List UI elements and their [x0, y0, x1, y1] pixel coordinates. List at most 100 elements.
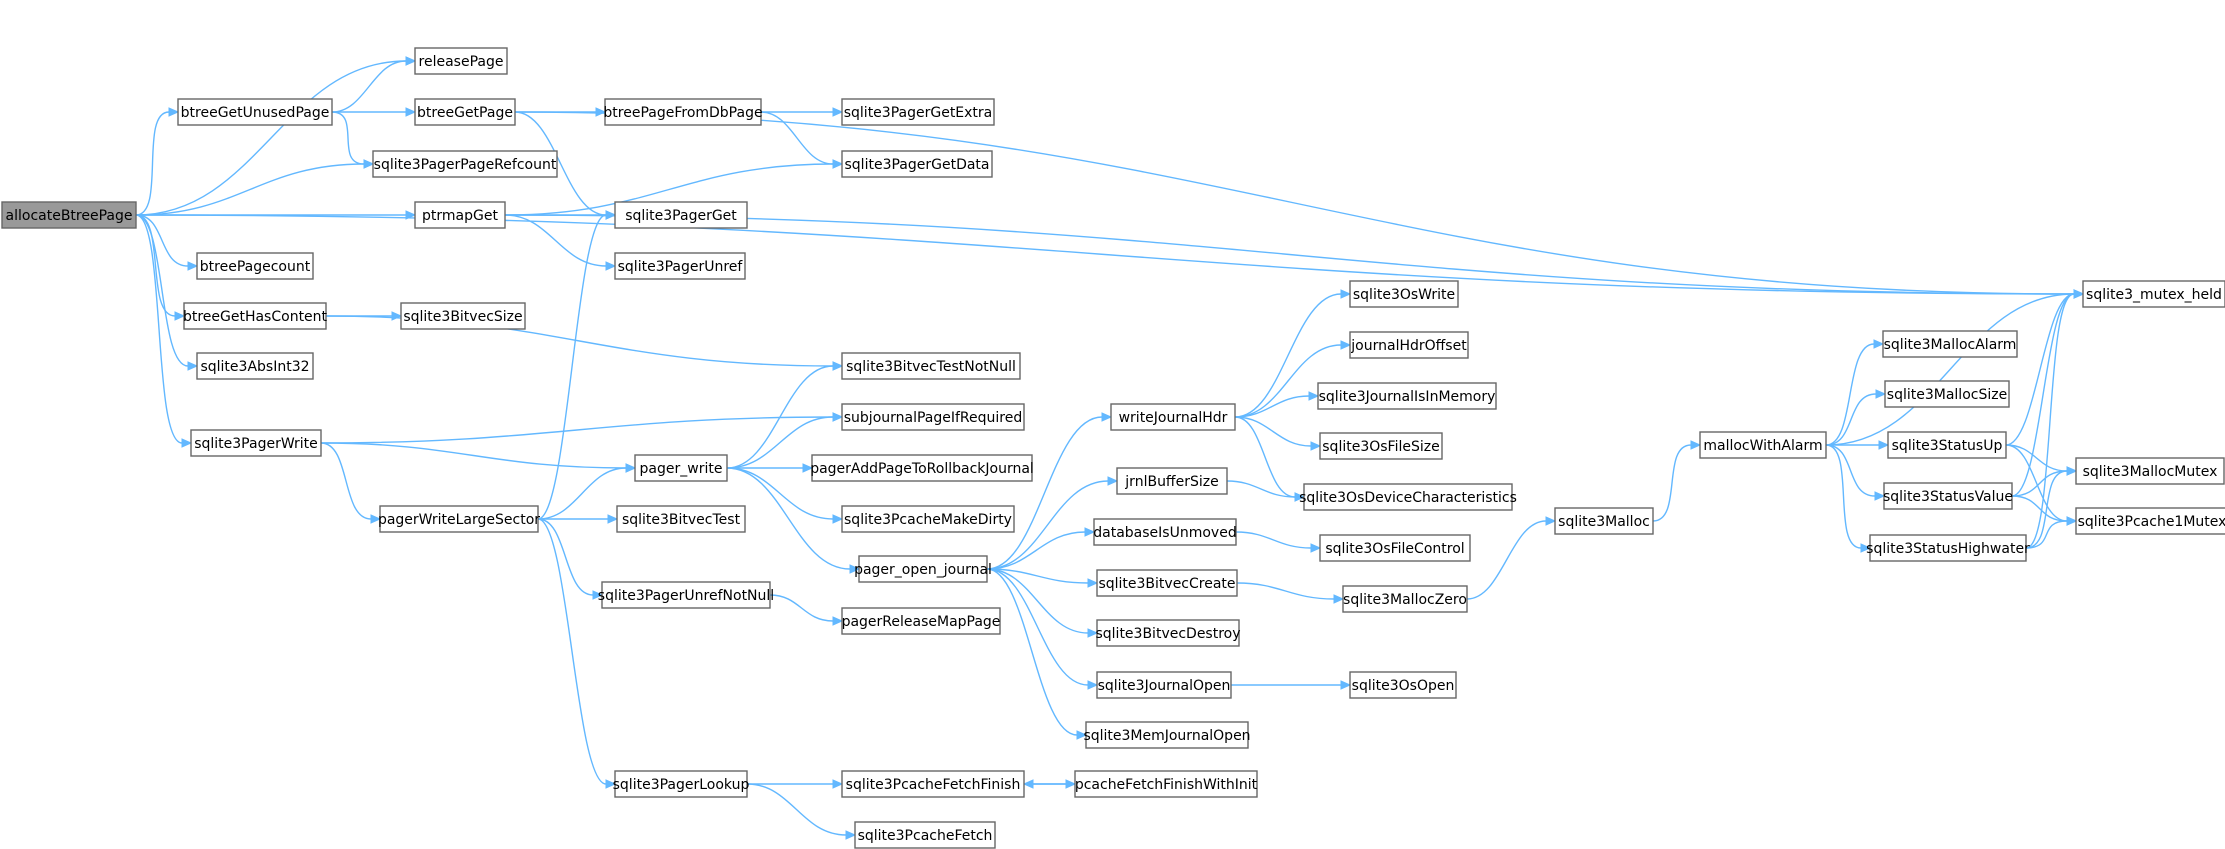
node-sqlite3JournalIsInMemory[interactable]: sqlite3JournalIsInMemory [1317, 382, 1497, 410]
node-sqlite3StatusHighwater[interactable]: sqlite3StatusHighwater [1866, 534, 2030, 562]
edge-sqlite3PagerLookup-to-sqlite3PcacheFetch [746, 783, 857, 840]
node-writeJournalHdr[interactable]: writeJournalHdr [1110, 403, 1236, 431]
edge-line [320, 442, 627, 469]
edge-arrowhead [2073, 289, 2085, 299]
node-box [2075, 457, 2225, 485]
edge-pager_write-to-subjournalPageIfRequired [726, 412, 844, 469]
node-box [1, 201, 137, 229]
edge-line [986, 568, 1078, 736]
node-pager_write[interactable]: pager_write [634, 454, 728, 482]
edge-line [1825, 393, 1877, 446]
node-label: sqlite3MallocMutex [2083, 464, 2218, 480]
node-pager_open_journal[interactable]: pager_open_journal [854, 555, 992, 583]
edge-btreePageFromDbPage-to-sqlite3PagerGetExtra [761, 107, 844, 117]
node-sqlite3JournalOpen[interactable]: sqlite3JournalOpen [1096, 671, 1232, 699]
node-sqlite3OsFileSize[interactable]: sqlite3OsFileSize [1319, 432, 1443, 460]
edge-btreePageFromDbPage-to-sqlite3PagerGetData [760, 111, 844, 169]
node-pagerWriteLargeSector[interactable]: pagerWriteLargeSector [378, 505, 540, 533]
edge-arrowhead [405, 107, 417, 117]
edge-arrowhead [832, 779, 844, 789]
node-sqlite3AbsInt32[interactable]: sqlite3AbsInt32 [196, 352, 314, 380]
node-box [1110, 403, 1236, 431]
node-sqlite3MallocAlarm[interactable]: sqlite3MallocAlarm [1882, 330, 2018, 358]
node-btreeGetUnusedPage[interactable]: btreeGetUnusedPage [177, 98, 333, 126]
node-pcacheFetchFinishWithInit[interactable]: pcacheFetchFinishWithInit [1074, 770, 1258, 798]
node-pagerReleaseMapPage[interactable]: pagerReleaseMapPage [841, 607, 1001, 635]
node-box [1085, 721, 1249, 749]
node-label: sqlite3BitvecDestroy [1095, 626, 1240, 642]
node-label: sqlite3OsWrite [1353, 287, 1455, 303]
node-mallocWithAlarm[interactable]: mallocWithAlarm [1699, 431, 1827, 459]
node-sqlite3Malloc[interactable]: sqlite3Malloc [1554, 507, 1654, 535]
node-box [841, 770, 1025, 798]
node-sqlite3BitvecCreate[interactable]: sqlite3BitvecCreate [1096, 569, 1238, 597]
node-sqlite3MallocMutex[interactable]: sqlite3MallocMutex [2075, 457, 2225, 485]
edge-arrowhead [174, 311, 186, 321]
node-sqlite3PagerLookup[interactable]: sqlite3PagerLookup [613, 770, 750, 798]
node-sqlite3OsWrite[interactable]: sqlite3OsWrite [1349, 280, 1459, 308]
node-sqlite3PagerGet[interactable]: sqlite3PagerGet [614, 201, 748, 229]
node-sqlite3BitvecSize[interactable]: sqlite3BitvecSize [400, 302, 526, 330]
node-databaseIsUnmoved[interactable]: databaseIsUnmoved [1093, 518, 1237, 546]
node-subjournalPageIfRequired[interactable]: subjournalPageIfRequired [841, 403, 1025, 431]
node-box [400, 302, 526, 330]
edge-line [537, 518, 607, 785]
node-sqlite3PagerUnrefNotNull[interactable]: sqlite3PagerUnrefNotNull [598, 581, 774, 609]
node-jrnlBufferSize[interactable]: jrnlBufferSize [1116, 467, 1228, 495]
edge-arrowhead [1022, 779, 1034, 789]
node-sqlite3Pcache1Mutex[interactable]: sqlite3Pcache1Mutex [2075, 507, 2225, 535]
node-sqlite3PagerUnref[interactable]: sqlite3PagerUnref [614, 252, 746, 280]
edge-pagerWriteLargeSector-to-sqlite3PagerLookup [537, 518, 617, 789]
edge-line [986, 568, 1089, 634]
node-allocateBtreePage[interactable]: allocateBtreePage [1, 201, 137, 229]
node-sqlite3BitvecTest[interactable]: sqlite3BitvecTest [616, 505, 746, 533]
edge-arrowhead [405, 210, 417, 220]
edge-pager_write-to-pager_open_journal [726, 467, 861, 574]
node-sqlite3MallocZero[interactable]: sqlite3MallocZero [1342, 585, 1468, 613]
edge-line [504, 163, 834, 216]
node-sqlite3PcacheFetchFinish[interactable]: sqlite3PcacheFetchFinish [841, 770, 1025, 798]
node-sqlite3StatusUp[interactable]: sqlite3StatusUp [1887, 431, 2007, 459]
node-box [183, 302, 327, 330]
node-box [1869, 534, 2027, 562]
node-sqlite3MemJournalOpen[interactable]: sqlite3MemJournalOpen [1083, 721, 1251, 749]
node-sqlite3OsOpen[interactable]: sqlite3OsOpen [1349, 671, 1457, 699]
node-label: sqlite3Pcache1Mutex [2078, 514, 2225, 530]
node-pagerAddPageToRollbackJournal[interactable]: pagerAddPageToRollbackJournal [810, 454, 1034, 482]
node-sqlite3MallocSize[interactable]: sqlite3MallocSize [1884, 380, 2010, 408]
edge-mallocWithAlarm-to-sqlite3_mutex_held [1825, 289, 2085, 446]
node-sqlite3PcacheFetch[interactable]: sqlite3PcacheFetch [854, 821, 996, 849]
node-sqlite3_mutex_held[interactable]: sqlite3_mutex_held [2082, 280, 2225, 308]
edge-ptrmapGet-to-sqlite3PagerGetData [504, 159, 844, 216]
edge-line [537, 518, 594, 596]
node-btreePagecount[interactable]: btreePagecount [196, 252, 314, 280]
edge-arrowhead [363, 159, 375, 169]
edge-arrowhead [1308, 391, 1320, 401]
node-btreeGetHasContent[interactable]: btreeGetHasContent [183, 302, 328, 330]
node-sqlite3OsFileControl[interactable]: sqlite3OsFileControl [1319, 534, 1471, 562]
edge-pagerWriteLargeSector-to-sqlite3PagerGet [537, 210, 617, 520]
node-sqlite3StatusValue[interactable]: sqlite3StatusValue [1883, 482, 2013, 510]
node-sqlite3BitvecTestNotNull[interactable]: sqlite3BitvecTestNotNull [841, 352, 1021, 380]
edge-arrowhead [625, 463, 637, 473]
node-sqlite3PagerGetData[interactable]: sqlite3PagerGetData [841, 150, 993, 178]
edge-arrowhead [595, 107, 607, 117]
node-releasePage[interactable]: releasePage [414, 47, 508, 75]
node-sqlite3BitvecDestroy[interactable]: sqlite3BitvecDestroy [1095, 619, 1241, 647]
node-sqlite3PcacheMakeDirty[interactable]: sqlite3PcacheMakeDirty [841, 505, 1015, 533]
node-journalHdrOffset[interactable]: journalHdrOffset [1349, 331, 1469, 359]
node-ptrmapGet[interactable]: ptrmapGet [414, 201, 506, 229]
node-label: sqlite3BitvecCreate [1098, 576, 1235, 592]
edge-sqlite3PagerWrite-to-pagerWriteLargeSector [320, 442, 382, 524]
node-label: sqlite3PcacheFetchFinish [846, 777, 1021, 793]
node-sqlite3PagerWrite[interactable]: sqlite3PagerWrite [190, 429, 322, 457]
node-btreePageFromDbPage[interactable]: btreePageFromDbPage [603, 98, 763, 126]
edge-line [769, 594, 834, 622]
edge-line [331, 60, 407, 113]
node-sqlite3PagerPageRefcount[interactable]: sqlite3PagerPageRefcount [372, 150, 558, 178]
edge-arrowhead [187, 261, 199, 271]
node-sqlite3OsDeviceCharacteristics[interactable]: sqlite3OsDeviceCharacteristics [1299, 483, 1517, 511]
node-label: sqlite3MemJournalOpen [1083, 728, 1250, 744]
node-sqlite3PagerGetExtra[interactable]: sqlite3PagerGetExtra [841, 98, 995, 126]
node-btreeGetPage[interactable]: btreeGetPage [414, 98, 516, 126]
